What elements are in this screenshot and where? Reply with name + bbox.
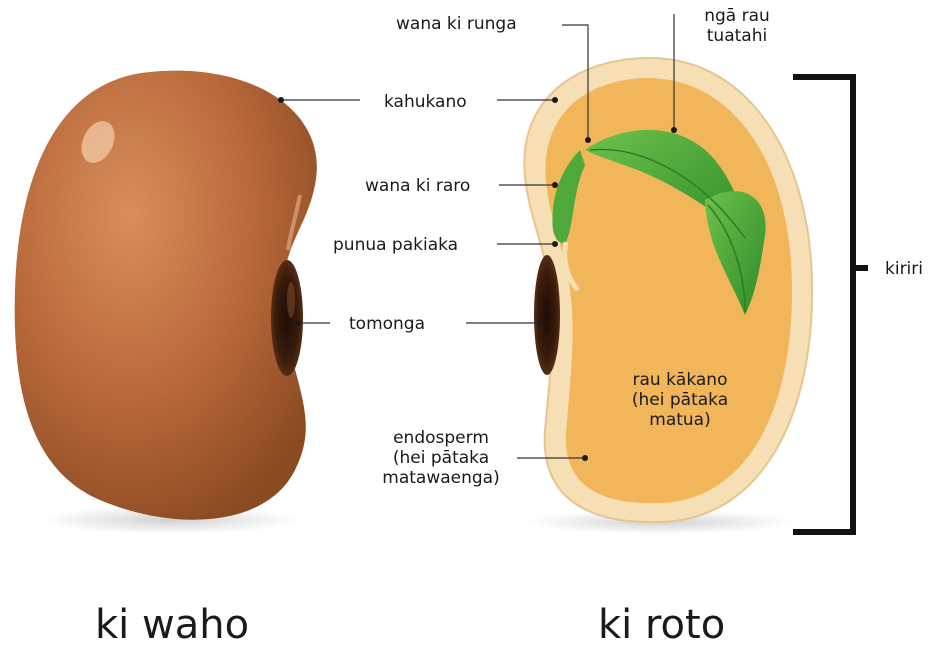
dot-kahukano-right (552, 97, 558, 103)
label-wana-ki-runga: wana ki runga (396, 14, 517, 34)
label-kiriri: kiriri (885, 259, 923, 279)
label-endosperm-line1: endosperm (361, 428, 521, 448)
dot-wana-ki-runga (585, 137, 591, 143)
label-tomonga: tomonga (349, 314, 425, 334)
outer-seed-coat (15, 71, 317, 520)
label-endosperm: endosperm (hei pātaka matawaenga) (361, 428, 521, 488)
label-rau-kakano-line2: (hei pātaka (625, 390, 735, 410)
inner-hilum (534, 255, 560, 375)
label-nga-rau-line1: ngā rau (682, 6, 792, 26)
label-nga-rau-tuatahi: ngā rau tuatahi (682, 6, 792, 46)
label-rau-kakano-line1: rau kākano (625, 370, 735, 390)
label-wana-ki-raro: wana ki raro (365, 176, 470, 196)
dot-tomonga-left (295, 320, 301, 326)
dot-endosperm (582, 455, 588, 461)
inner-seed (524, 58, 812, 534)
outer-seed (15, 71, 317, 534)
dot-wana-ki-raro (552, 182, 558, 188)
dot-tomonga-right (537, 320, 543, 326)
label-punua-pakiaka: punua pakiaka (333, 235, 458, 255)
label-nga-rau-line2: tuatahi (682, 26, 792, 46)
outer-hilum (271, 260, 303, 376)
dot-kahukano-left (278, 97, 284, 103)
label-endosperm-line3: matawaenga) (361, 468, 521, 488)
caption-outside: ki waho (95, 602, 249, 648)
label-endosperm-line2: (hei pātaka (361, 448, 521, 468)
caption-inside: ki roto (598, 602, 725, 648)
dot-nga-rau (671, 127, 677, 133)
dot-punua-pakiaka (552, 241, 558, 247)
label-rau-kakano: rau kākano (hei pātaka matua) (625, 370, 735, 430)
label-rau-kakano-line3: matua) (625, 410, 735, 430)
label-kahukano: kahukano (384, 92, 467, 112)
